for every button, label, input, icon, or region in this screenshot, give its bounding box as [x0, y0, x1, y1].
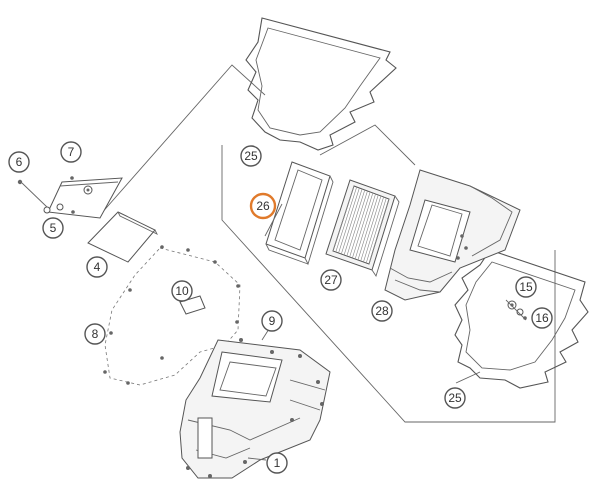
callout-15: 15 [515, 276, 537, 298]
callout-1: 1 [266, 452, 288, 474]
callout-26: 26 [249, 192, 277, 220]
filter-pleat-line [335, 186, 357, 253]
filter-pleat-line [368, 198, 390, 265]
callout-16: 16 [531, 307, 553, 329]
svg-text:1: 1 [274, 456, 281, 470]
filter-pleat-line [357, 194, 379, 261]
svg-text:27: 27 [324, 273, 338, 287]
section-divider-lines [99, 64, 556, 423]
svg-text:16: 16 [535, 311, 549, 325]
svg-text:6: 6 [16, 155, 23, 169]
air-filter-element [325, 179, 400, 278]
callout-25-lower: 25 [444, 387, 466, 409]
filter-pleat-line [360, 195, 382, 262]
callout-6: 6 [8, 151, 30, 173]
svg-text:5: 5 [50, 221, 57, 235]
svg-text:8: 8 [92, 327, 99, 341]
airbox-housing [179, 338, 331, 479]
filter-pleat-line [352, 192, 374, 259]
cover-gasket-upper [245, 17, 397, 151]
callout-markers: 1 4 5 6 7 8 9 10 [8, 141, 553, 474]
svg-text:25: 25 [448, 391, 462, 405]
callout-4: 4 [86, 256, 108, 278]
callout-5: 5 [42, 217, 64, 239]
callout-28: 28 [371, 300, 393, 322]
cover-gasket-lower [454, 249, 589, 389]
bracket-assembly [17, 176, 123, 219]
svg-text:7: 7 [68, 145, 75, 159]
filter-pleat-line [354, 193, 376, 260]
callout-27: 27 [320, 269, 342, 291]
filter-pleat-line [349, 191, 371, 258]
filter-pleat-line [346, 190, 368, 257]
callout-9: 9 [261, 310, 283, 332]
housing-gasket-outline [103, 245, 241, 386]
svg-text:15: 15 [519, 280, 533, 294]
svg-text:10: 10 [175, 284, 189, 298]
air-filter-frame [265, 161, 334, 266]
svg-text:9: 9 [269, 314, 276, 328]
svg-text:25: 25 [244, 149, 258, 163]
filter-pleat-line [363, 196, 384, 263]
filter-pleat-line [365, 197, 387, 264]
callout-7: 7 [60, 141, 82, 163]
callout-10: 10 [171, 280, 193, 302]
callout-8: 8 [84, 323, 106, 345]
filter-pleat-line [338, 187, 360, 254]
filter-pleat-line [341, 188, 363, 255]
filter-pad [87, 211, 158, 263]
svg-text:4: 4 [94, 260, 101, 274]
callout-25-upper: 25 [240, 145, 262, 167]
intake-housing [384, 169, 521, 301]
svg-text:28: 28 [375, 304, 389, 318]
filter-pleat-line [343, 189, 366, 256]
filter-pleat-line [332, 185, 355, 252]
svg-text:26: 26 [256, 199, 270, 213]
